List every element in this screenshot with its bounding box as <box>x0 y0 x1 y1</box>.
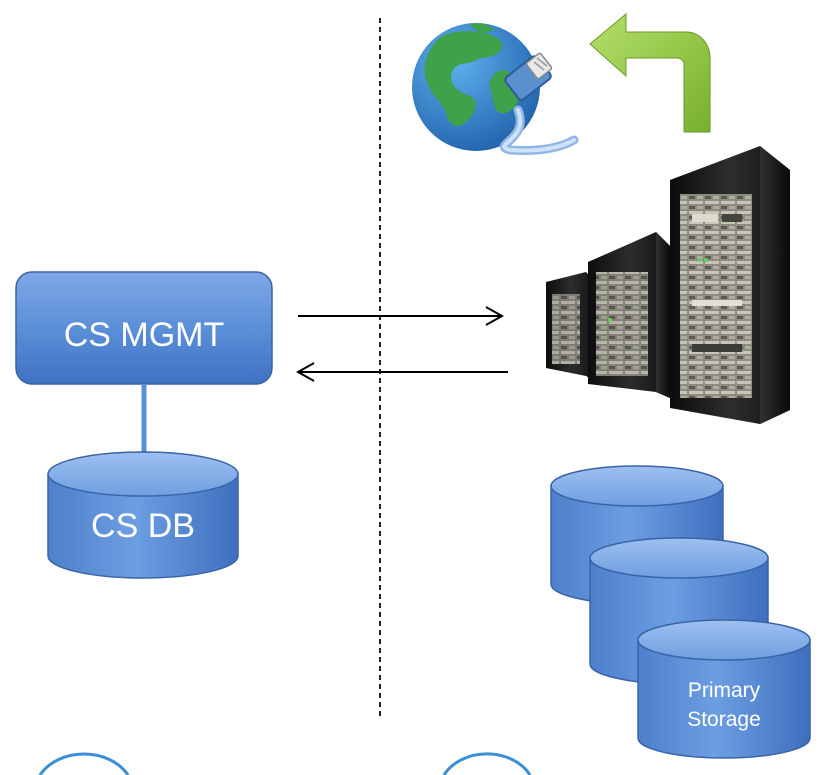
server-racks-icon <box>546 146 790 424</box>
curved-green-arrow-icon <box>589 12 711 133</box>
partial-circle-icon-right <box>442 752 532 775</box>
partial-circle-icon-left <box>38 752 130 775</box>
response-arrow <box>295 362 508 382</box>
cs-db-cylinder <box>47 451 239 579</box>
cs-mgmt-box <box>15 271 273 385</box>
primary-storage-cylinder <box>637 619 811 759</box>
globe-with-network-cable-icon <box>412 23 579 155</box>
request-arrow <box>298 306 505 326</box>
